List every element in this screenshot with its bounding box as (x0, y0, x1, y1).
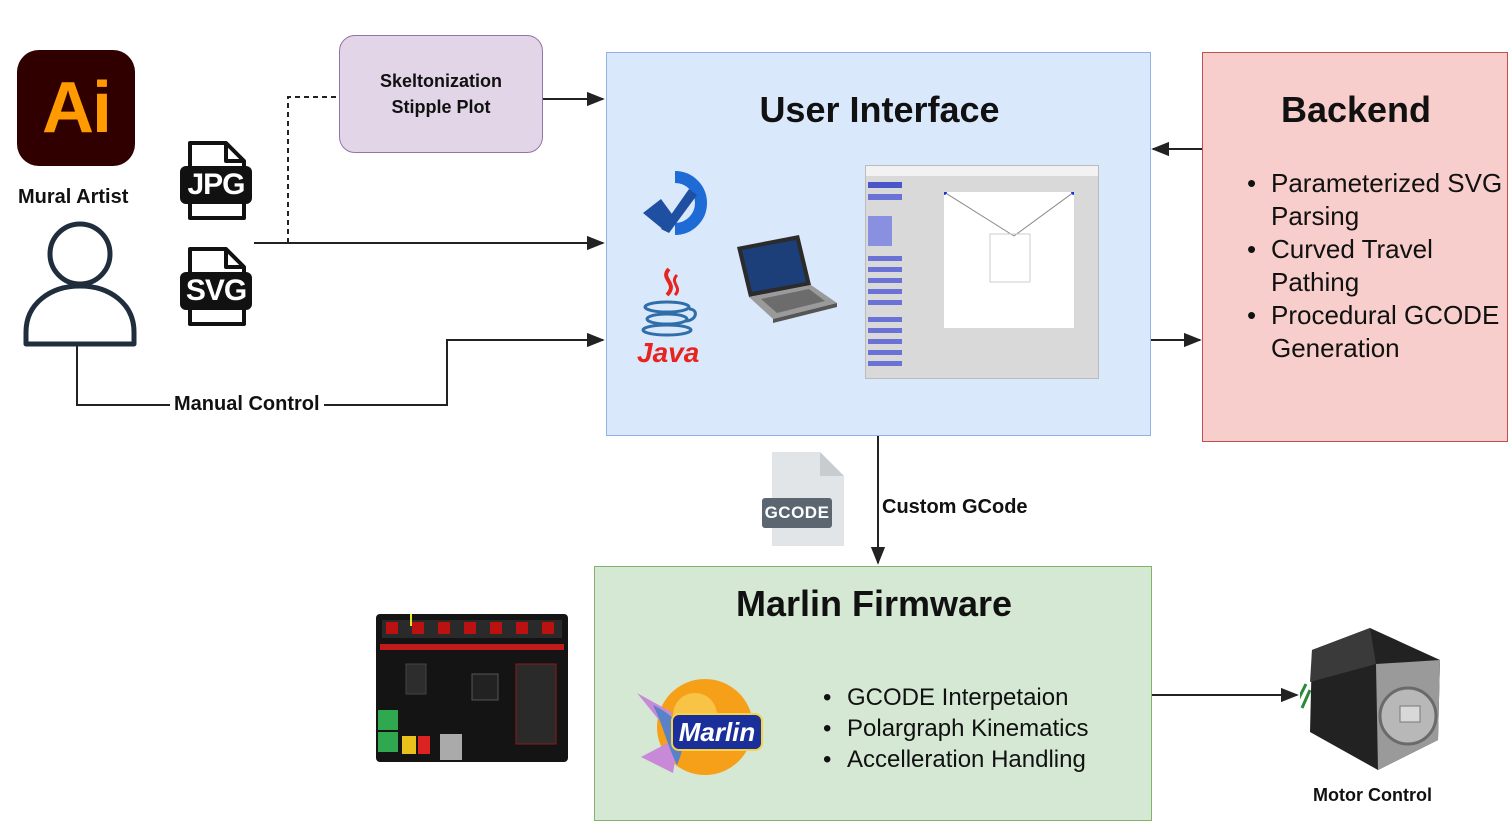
actor-label: Mural Artist (18, 186, 129, 208)
jpg-label: JPG (180, 166, 252, 204)
skeleton-line-1: Skeltonization (379, 71, 502, 91)
app-canvas (944, 192, 1074, 328)
marlin-logo-badge: Marlin (671, 713, 763, 751)
marlin-logo-icon: Marlin (633, 665, 763, 783)
user-icon (23, 221, 137, 347)
marlin-list: GCODE Interpetaion Polargraph Kinematics… (819, 682, 1149, 775)
java-cup-icon (641, 267, 697, 337)
skeletonization-box: Skeltonization Stipple Plot (339, 35, 543, 153)
svg-file-icon: SVG (180, 246, 254, 328)
marlin-title: Marlin Firmware (735, 583, 1013, 624)
marlin-item: GCODE Interpetaion (819, 682, 1149, 713)
gcode-file-text: GCODE (764, 503, 830, 522)
app-titlebar (866, 166, 1098, 176)
user-interface-box: User Interface Java (606, 52, 1151, 436)
manual-control-arrow (76, 332, 605, 406)
backend-list: Parameterized SVG Parsing Curved Travel … (1243, 167, 1505, 365)
marlin-logo-text: Marlin (678, 716, 756, 747)
laptop-icon (737, 235, 837, 323)
motor-control-label: Motor Control (1313, 785, 1432, 805)
backend-title: Backend (1280, 89, 1432, 130)
processing-logo-icon (643, 171, 707, 235)
jpg-file-icon: JPG (180, 140, 254, 222)
controller-board-image (376, 614, 568, 762)
backend-item: Procedural GCODE Generation (1243, 299, 1505, 365)
marlin-firmware-box: Marlin Firmware Marlin GCODE Interpetaio… (594, 566, 1152, 821)
stepper-motor-image (1300, 620, 1450, 780)
skeleton-line-2: Stipple Plot (391, 97, 491, 117)
backend-item: Parameterized SVG Parsing (1243, 167, 1505, 233)
svg-label: SVG (180, 272, 252, 310)
backend-item: Curved Travel Pathing (1243, 233, 1505, 299)
marlin-item: Accelleration Handling (819, 744, 1149, 775)
gcode-file-tag: GCODE (762, 498, 832, 528)
app-sidebar (868, 180, 902, 374)
custom-gcode-label: Custom GCode (882, 496, 1028, 518)
java-label: Java (637, 337, 700, 368)
marlin-item: Polargraph Kinematics (819, 713, 1149, 744)
manual-control-label: Manual Control (170, 393, 324, 416)
illustrator-logo-text: Ai (42, 68, 112, 148)
backend-box: Backend Parameterized SVG Parsing Curved… (1202, 52, 1508, 442)
gcode-file-icon: GCODE (760, 450, 852, 550)
adobe-illustrator-icon: Ai (17, 50, 135, 166)
files-to-skeleton-dashed (287, 96, 338, 243)
user-interface-title: User Interface (759, 89, 1000, 130)
app-screenshot (865, 165, 1099, 379)
